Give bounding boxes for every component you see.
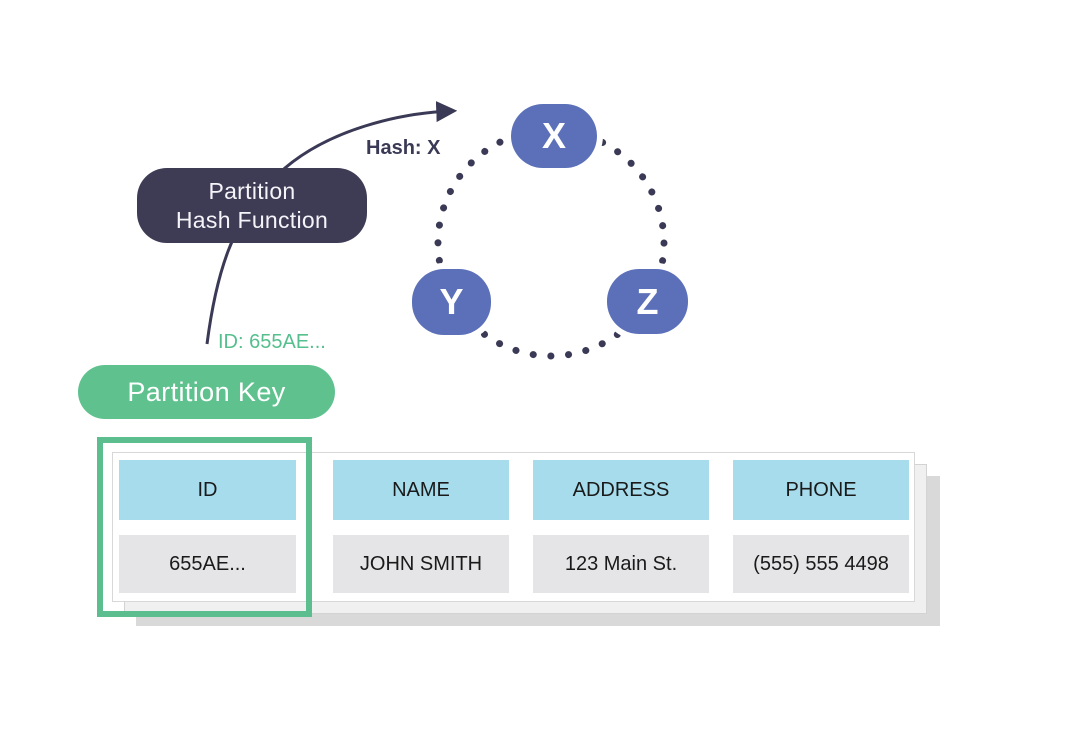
table-column-address: ADDRESS 123 Main St. [533,453,709,601]
id-value-label: ID: 655AE... [218,331,326,353]
partition-key-pill: Partition Key [78,365,335,419]
partition-hash-function-box: Partition Hash Function [137,168,367,243]
ring-node-y: Y [412,269,491,335]
table-column-phone: PHONE (555) 555 4498 [733,453,909,601]
ring-node-z: Z [607,269,688,334]
hash-result-label: Hash: X [366,137,441,159]
column-header: NAME [333,460,509,520]
ring-node-x-label: X [541,115,566,156]
column-value: 123 Main St. [533,535,709,593]
partition-key-column-outline [97,437,312,617]
column-value: 655AE... [119,535,296,593]
ring-node-y-label: Y [439,281,464,322]
hash-function-line2: Hash Function [175,206,329,233]
column-value: (555) 555 4498 [733,535,909,593]
partition-key-label: Partition Key [127,376,286,407]
hash-function-line1: Partition [208,177,296,204]
ring-node-x: X [511,104,597,168]
ring-node-z-label: Z [636,280,659,322]
column-value: JOHN SMITH [333,535,509,593]
column-header: ID [119,460,296,520]
table-column-id: ID 655AE... [119,453,296,601]
table-column-name: NAME JOHN SMITH [333,453,509,601]
record-table-card: ID 655AE... NAME JOHN SMITH ADDRESS 123 … [112,452,915,602]
column-header: PHONE [733,460,909,520]
column-header: ADDRESS [533,460,709,520]
